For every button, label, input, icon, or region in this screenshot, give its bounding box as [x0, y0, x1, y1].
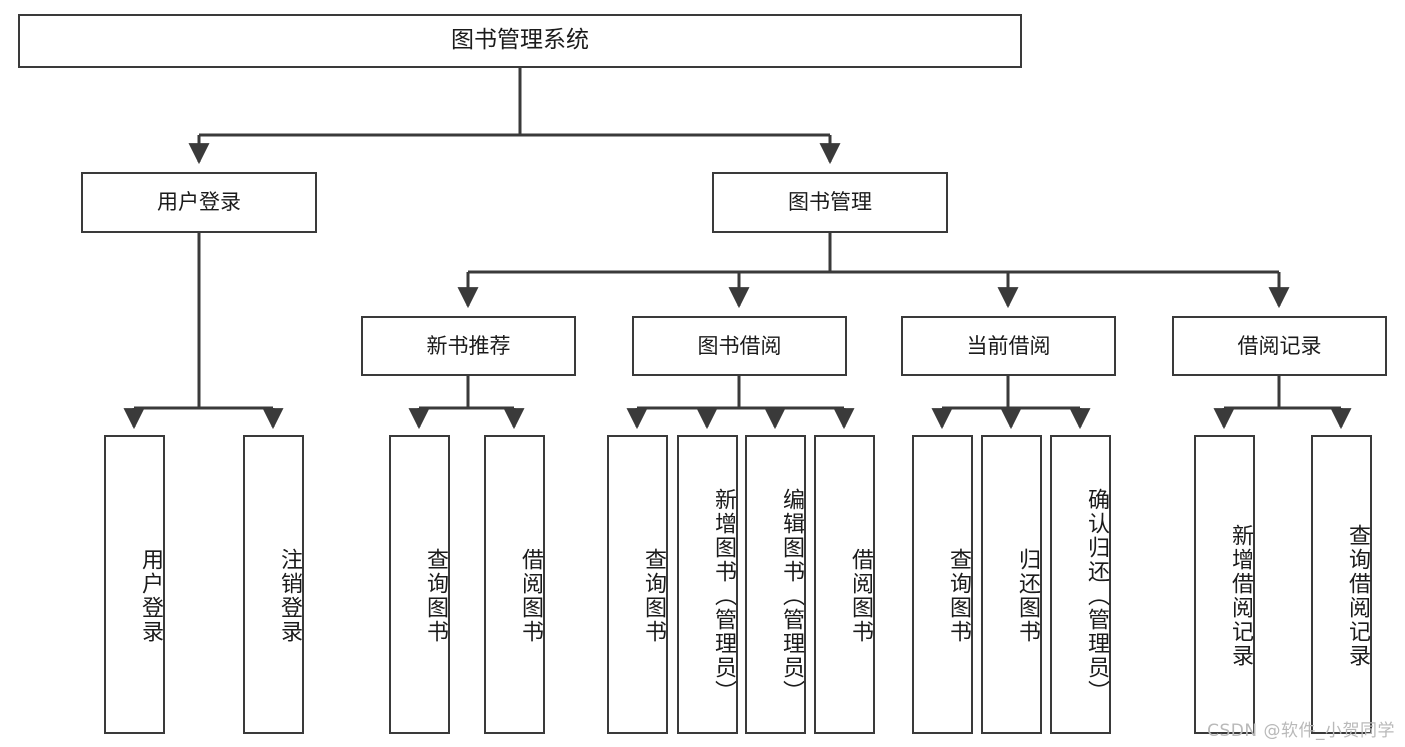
leaf-user-login[interactable]: 用户登录: [104, 435, 165, 734]
leaf-label: 借阅图书: [848, 547, 873, 644]
leaf-label: 编辑图书（管理员）: [779, 487, 804, 704]
node-user-login[interactable]: 用户登录: [81, 172, 317, 233]
node-root-system[interactable]: 图书管理系统: [18, 14, 1022, 68]
node-book-manage[interactable]: 图书管理: [712, 172, 948, 233]
node-current-borrow[interactable]: 当前借阅: [901, 316, 1116, 376]
leaf-label: 用户登录: [138, 547, 163, 644]
leaf-query-book-borrow[interactable]: 查询图书: [607, 435, 668, 734]
leaf-query-borrow-record[interactable]: 查询借阅记录: [1311, 435, 1372, 734]
leaf-logout-login[interactable]: 注销登录: [243, 435, 304, 734]
leaf-edit-book-admin[interactable]: 编辑图书（管理员）: [745, 435, 806, 734]
leaf-label: 新增图书（管理员）: [711, 487, 736, 704]
watermark-text: CSDN @软件_小贺同学: [1207, 721, 1395, 741]
leaf-label: 查询借阅记录: [1345, 523, 1370, 668]
leaf-add-borrow-record[interactable]: 新增借阅记录: [1194, 435, 1255, 734]
node-new-book-recommend[interactable]: 新书推荐: [361, 316, 576, 376]
leaf-label: 确认归还（管理员）: [1084, 487, 1109, 704]
leaf-label: 注销登录: [277, 547, 302, 644]
leaf-borrow-book-recommend[interactable]: 借阅图书: [484, 435, 545, 734]
leaf-label: 查询图书: [946, 547, 971, 644]
leaf-label: 新增借阅记录: [1228, 523, 1253, 668]
leaf-label: 归还图书: [1015, 547, 1040, 644]
leaf-label: 借阅图书: [518, 547, 543, 644]
leaf-borrow-book-borrow[interactable]: 借阅图书: [814, 435, 875, 734]
leaf-query-book-recommend[interactable]: 查询图书: [389, 435, 450, 734]
leaf-return-book[interactable]: 归还图书: [981, 435, 1042, 734]
leaf-label: 查询图书: [423, 547, 448, 644]
node-borrow-record[interactable]: 借阅记录: [1172, 316, 1387, 376]
leaf-query-book-current[interactable]: 查询图书: [912, 435, 973, 734]
leaf-label: 查询图书: [641, 547, 666, 644]
leaf-add-book-admin[interactable]: 新增图书（管理员）: [677, 435, 738, 734]
leaf-confirm-return-admin[interactable]: 确认归还（管理员）: [1050, 435, 1111, 734]
node-book-borrow[interactable]: 图书借阅: [632, 316, 847, 376]
